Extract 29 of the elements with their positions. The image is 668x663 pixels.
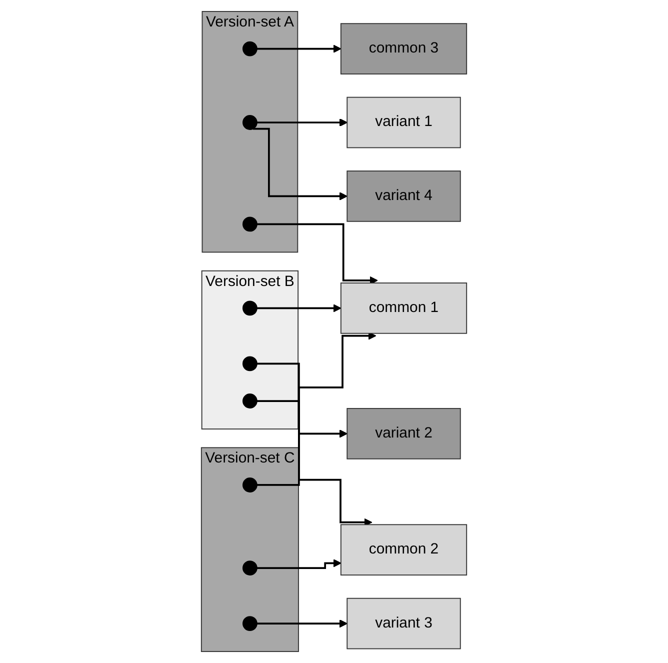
node-box: variant 2 — [346, 408, 461, 460]
arrow — [256, 223, 378, 285]
arrow — [256, 332, 376, 486]
arrow — [256, 362, 348, 438]
arrow — [256, 619, 348, 628]
node-circle — [242, 41, 258, 56]
node-circle — [242, 115, 258, 130]
node-circle — [242, 478, 258, 492]
arrow — [256, 559, 342, 569]
arrow — [256, 400, 372, 526]
node-box: common 2 — [340, 524, 468, 576]
arrow — [256, 118, 348, 127]
node-box: variant 4 — [346, 170, 461, 222]
arrow — [256, 304, 342, 312]
node-circle — [242, 560, 258, 576]
cluster: Version-set B — [201, 270, 299, 430]
arrow — [252, 128, 348, 200]
node-box: common 3 — [340, 23, 468, 74]
cluster: Version-set C — [200, 447, 299, 652]
node-circle — [242, 300, 258, 316]
node-circle — [242, 356, 258, 372]
node-box: common 1 — [340, 282, 468, 334]
node-box: variant 1 — [346, 96, 461, 148]
node-box: variant 3 — [346, 598, 461, 650]
node-circle — [242, 216, 258, 232]
node-circle — [242, 616, 258, 631]
cluster: Version-set A — [202, 11, 298, 253]
arrow — [256, 44, 342, 53]
node-circle — [242, 394, 258, 408]
